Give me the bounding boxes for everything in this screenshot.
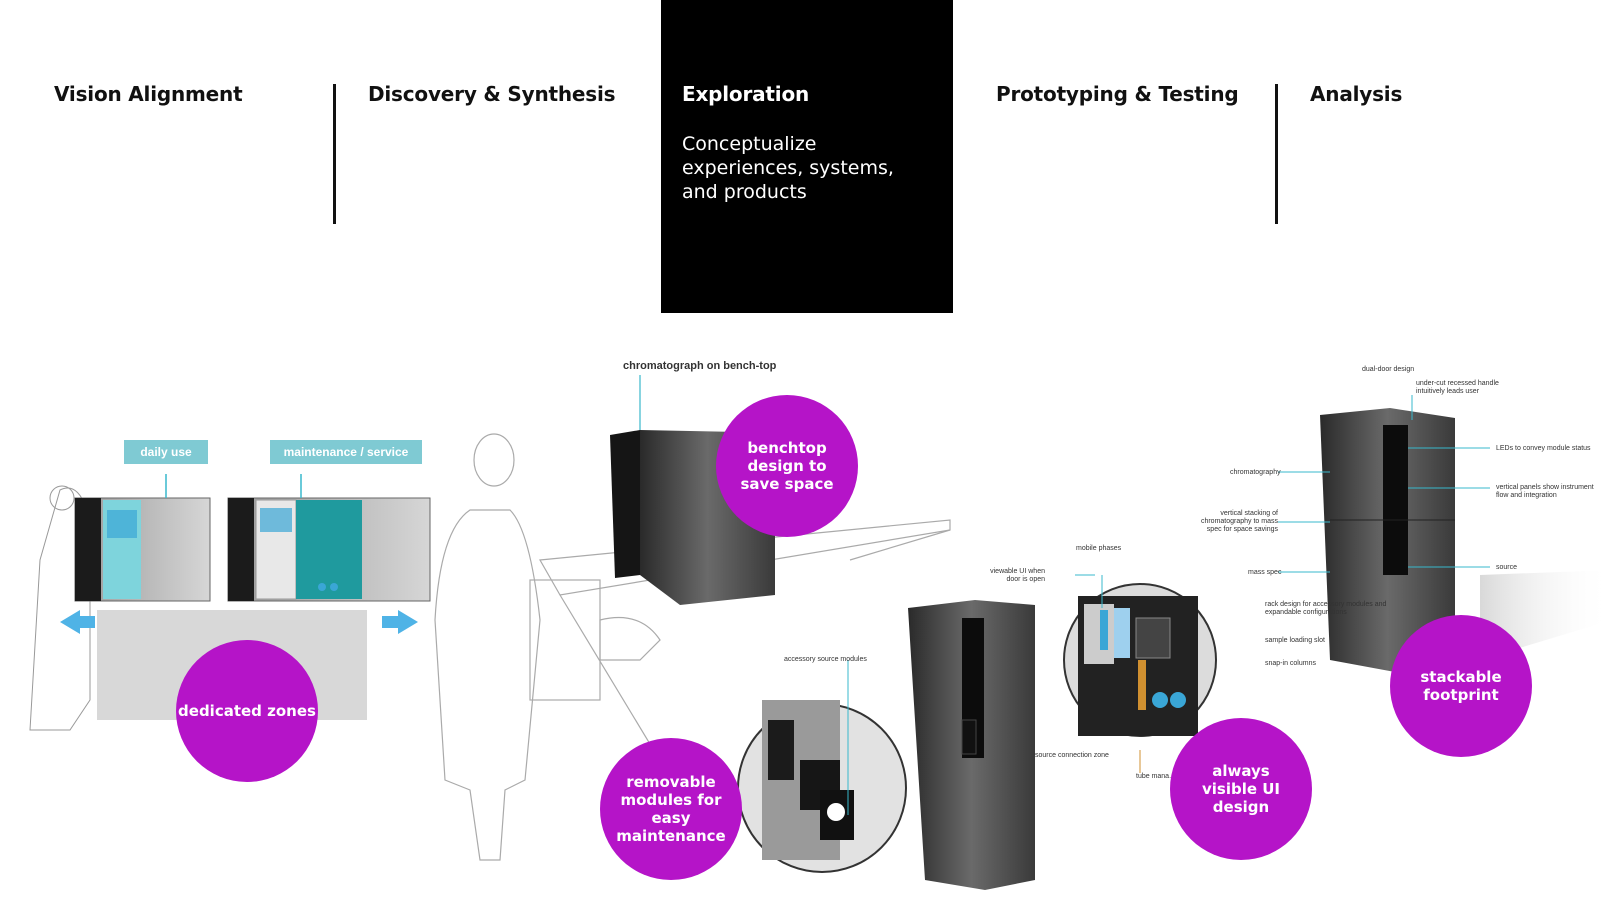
callout-chromatography: chromatography [1230, 469, 1281, 476]
callout-chromatograph-benchtop: chromatograph on bench-top [623, 360, 777, 372]
callout-dual-door: dual-door design [1362, 366, 1415, 373]
exploration-sketch: daily use maintenance / service chromato… [0, 360, 1612, 907]
callout-viewable-ui: viewable UI when door is open [990, 568, 1045, 583]
phase-exploration-description: Conceptualize experiences, systems, and … [682, 133, 894, 203]
bubble-benchtop-design: benchtop design to save space [716, 395, 858, 537]
tag-daily-use: daily use [124, 440, 208, 464]
callout-vertical-panels: vertical panels show instrument flow and… [1496, 484, 1594, 499]
callout-undercut-handle: under-cut recessed handle intuitively le… [1416, 380, 1499, 395]
active-phase-panel [661, 0, 953, 313]
callout-source-connection: source connection zone [1035, 752, 1109, 759]
phase-analysis[interactable]: Analysis [1310, 82, 1403, 106]
callout-rack-design: rack design for accessory modules and ex… [1265, 601, 1387, 616]
bubble-removable-modules: removable modules for easy maintenance [600, 738, 742, 880]
callout-sample-loading: sample loading slot [1265, 637, 1325, 644]
callout-leds: LEDs to convey module status [1496, 445, 1591, 452]
sketch-illustration [29, 375, 1612, 890]
phase-exploration[interactable]: Exploration [682, 82, 810, 106]
bubble-dedicated-zones: dedicated zones [176, 640, 318, 782]
modules-zones-sketch [29, 474, 431, 731]
phase-discovery-synthesis[interactable]: Discovery & Synthesis [368, 82, 616, 106]
stacked-unit-center [908, 600, 1035, 890]
bubble-always-visible-ui: always visible UI design [1170, 718, 1312, 860]
callout-source: source [1496, 564, 1518, 571]
callout-mobile-phases: mobile phases [1076, 545, 1122, 552]
bubble-stackable-footprint: stackable footprint [1390, 615, 1532, 757]
phase-divider [1275, 84, 1278, 224]
callout-mass-spec: mass spec [1248, 569, 1282, 576]
tag-maintenance-service: maintenance / service [270, 440, 422, 464]
phase-divider [333, 84, 336, 224]
callout-snap-in-columns: snap-in columns [1265, 660, 1316, 667]
callout-vertical-stacking: vertical stacking of chromatography to m… [1200, 510, 1278, 533]
removable-modules-detail [737, 660, 907, 873]
callout-tube-management: tube mana... [1136, 773, 1175, 780]
always-visible-ui-detail [1063, 574, 1217, 773]
phase-vision-alignment[interactable]: Vision Alignment [54, 82, 243, 106]
callout-accessory-source: accessory source modules [784, 656, 867, 663]
phase-prototyping-testing[interactable]: Prototyping & Testing [996, 82, 1239, 106]
